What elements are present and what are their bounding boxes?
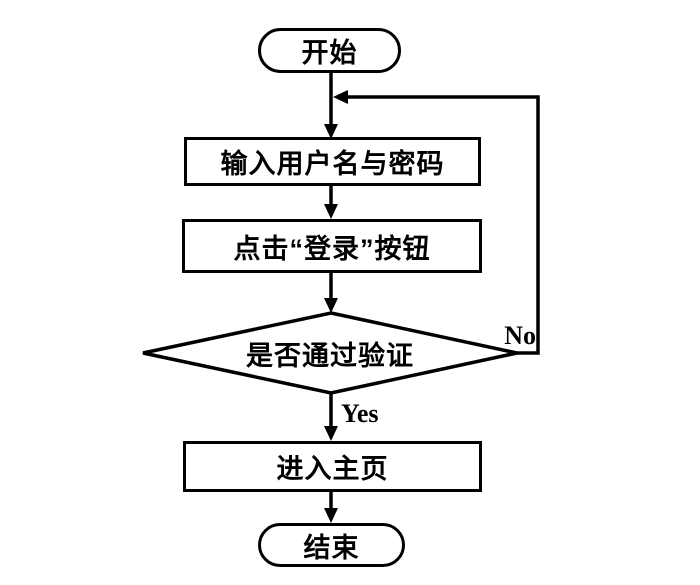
process-node-enter-homepage: 进入主页 (183, 441, 482, 492)
start-node-label: 开始 (301, 38, 358, 68)
process-node-enter-homepage-label: 进入主页 (276, 454, 389, 484)
edge-click-to-verify-arrowhead (324, 298, 338, 313)
edge-start-to-input-arrowhead (324, 124, 338, 139)
edge-input-to-click-arrowhead (324, 204, 338, 219)
decision-node-shape (142, 311, 518, 395)
process-node-click-login-label: 点击“登录”按钮 (233, 233, 431, 264)
edge-label-yes: Yes (341, 399, 379, 428)
end-node-label: 结束 (303, 532, 360, 563)
process-node-input-credentials: 输入用户名与密码 (184, 137, 481, 186)
start-node: 开始 (258, 28, 401, 73)
edge-label-no: No (504, 321, 536, 350)
process-node-click-login: 点击“登录”按钮 (182, 219, 482, 273)
end-node: 结束 (258, 523, 405, 567)
edge-home-to-end-arrowhead (324, 508, 338, 523)
edge-no-loopback-line (347, 95, 540, 355)
edge-verify-to-home-arrowhead (324, 426, 338, 441)
process-node-input-credentials-label: 输入用户名与密码 (220, 149, 445, 179)
decision-node-verify: 是否通过验证 (143, 313, 517, 393)
edge-no-loopback-arrowhead (333, 90, 348, 104)
decision-node-verify-label: 是否通过验证 (246, 340, 414, 371)
